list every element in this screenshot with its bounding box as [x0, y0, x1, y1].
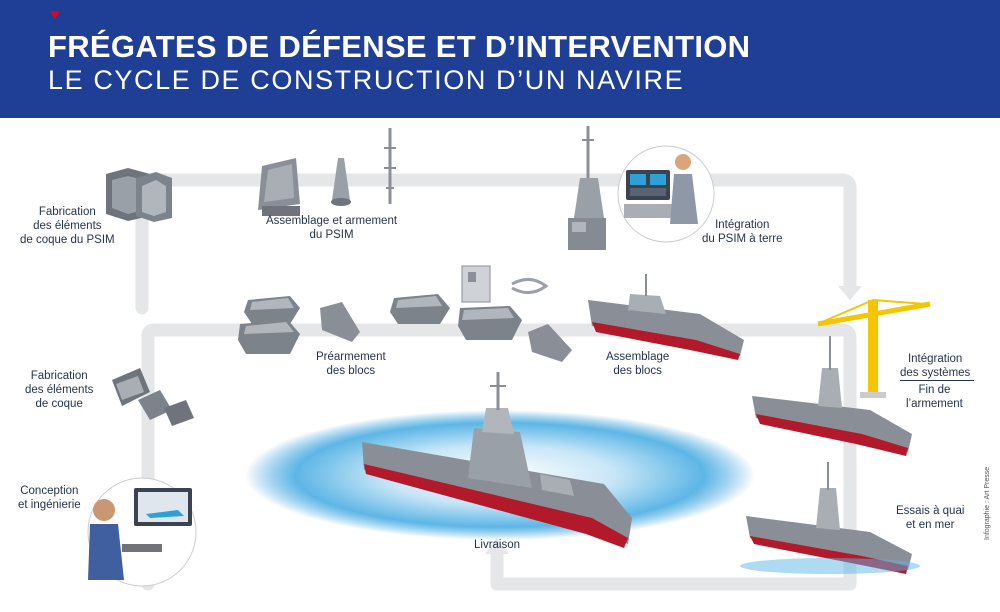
psim-assembly: [258, 128, 396, 216]
delivery-frigate: [362, 372, 632, 548]
step-block-assembly-label: Assemblage des blocs: [606, 351, 670, 377]
step-trials-label: Essais à quai et en mer: [896, 505, 965, 531]
arrow-down-icon: [838, 286, 862, 300]
step-systems-integration-label: Intégration des systèmes: [900, 353, 971, 379]
page-subtitle: LE CYCLE DE CONSTRUCTION D’UN NAVIRE: [48, 65, 685, 95]
crane-icon: [817, 299, 931, 398]
step-hull-elements-label: Fabrication des éléments de coque: [25, 370, 94, 410]
page-title: FRÉGATES DE DÉFENSE ET D’INTERVENTION: [48, 29, 751, 64]
engineer-icon: [87, 477, 197, 587]
operator-icon: [617, 145, 715, 243]
step-psim-integration-label: Intégration du PSIM à terre: [702, 219, 783, 245]
label-divider: [900, 380, 974, 381]
trials-ship: [740, 462, 920, 574]
step-psim-hull-label: Fabrication des éléments de coque du PSI…: [20, 206, 115, 246]
step-psim-assembly-label: Assemblage et armement du PSIM: [266, 215, 398, 241]
psim-hull-elements: [106, 168, 172, 222]
assembled-blocks-ship: [588, 274, 744, 360]
psim-tower: [568, 126, 606, 250]
credit-text: Infographie : Art Presse: [984, 466, 991, 540]
red-triangle-icon: [50, 11, 60, 19]
step-delivery-label: Livraison: [474, 539, 521, 551]
construction-cycle-diagram: [87, 126, 931, 591]
prefit-blocks: [238, 265, 572, 362]
step-design-label: Conception et ingénierie: [18, 485, 81, 511]
header-banner: FRÉGATES DE DÉFENSE ET D’INTERVENTION LE…: [0, 0, 1000, 118]
arrow-up-icon: [485, 538, 509, 554]
hull-elements: [112, 368, 194, 426]
step-end-fitting-label: Fin de l’armement: [906, 384, 963, 410]
frigate-icon: [752, 336, 912, 456]
step-prefit-label: Préarmement des blocs: [316, 351, 386, 377]
